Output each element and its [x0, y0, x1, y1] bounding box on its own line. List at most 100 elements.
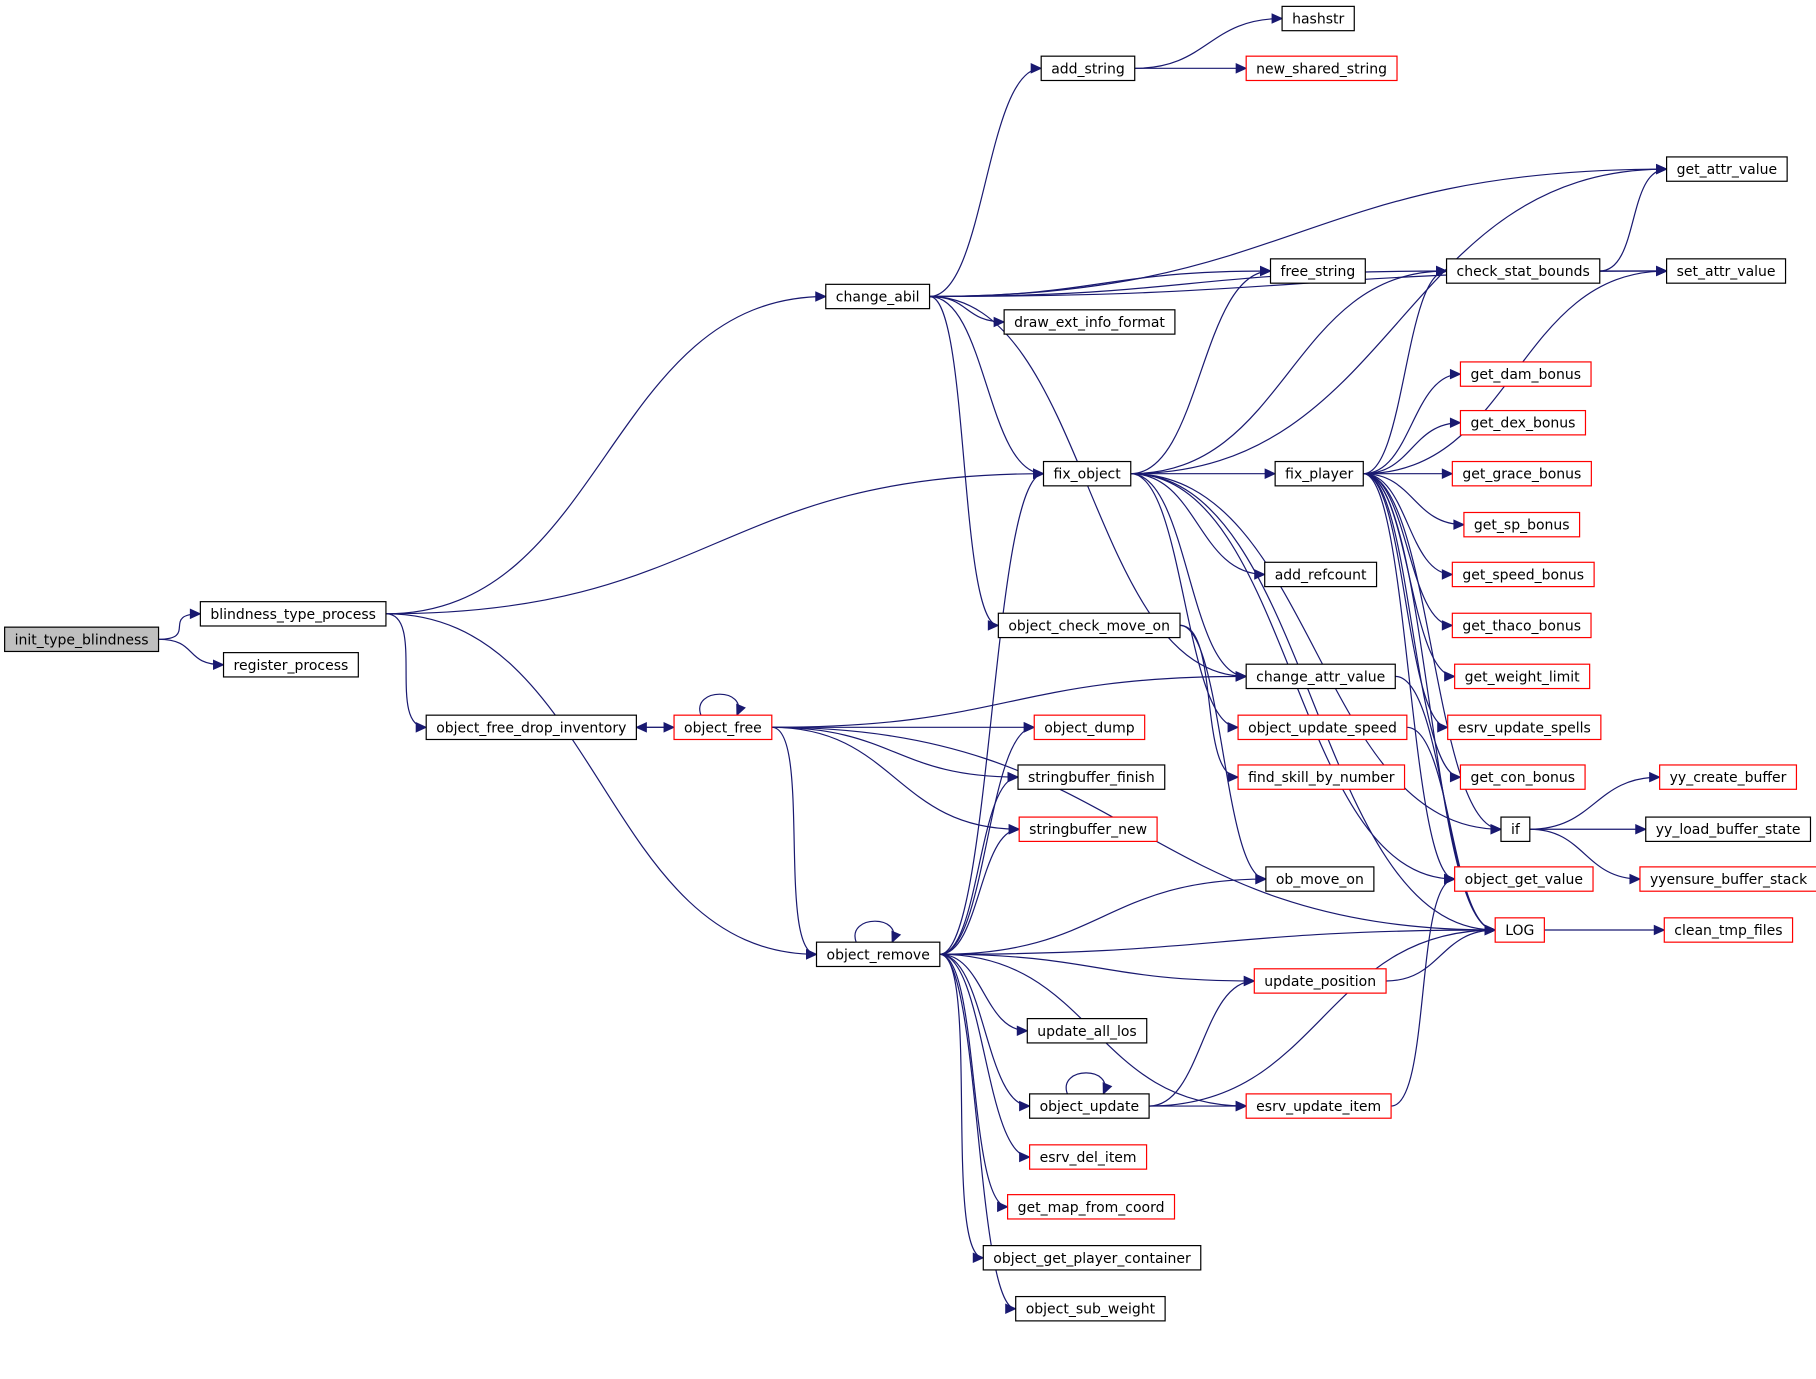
node-get-map-from-coord[interactable]: get_map_from_coord	[1007, 1194, 1176, 1220]
edge-line	[1529, 828, 1640, 880]
node-stringbuffer-finish[interactable]: stringbuffer_finish	[1017, 764, 1166, 790]
node-clean-tmp-files[interactable]: clean_tmp_files	[1663, 917, 1794, 943]
node-label: set_attr_value	[1677, 264, 1776, 280]
edge-object-free-to-object-free	[699, 693, 746, 717]
edge-line	[1363, 270, 1447, 475]
node-label: yy_create_buffer	[1670, 770, 1787, 786]
node-box	[1663, 917, 1794, 943]
node-change-attr-value[interactable]: change_attr_value	[1245, 663, 1396, 690]
node-box	[425, 714, 637, 741]
node-get-con-bonus[interactable]: get_con_bonus	[1459, 764, 1586, 790]
node-get-speed-bonus[interactable]: get_speed_bonus	[1451, 561, 1595, 588]
node-label: ob_move_on	[1276, 872, 1364, 888]
node-esrv-update-spells[interactable]: esrv_update_spells	[1447, 714, 1602, 741]
node-object-get-value[interactable]: object_get_value	[1454, 866, 1594, 892]
node-add-string[interactable]: add_string	[1040, 55, 1136, 82]
node-if[interactable]: if	[1500, 816, 1531, 843]
node-object-free-drop-inventory[interactable]: object_free_drop_inventory	[425, 714, 637, 741]
edge-line	[1130, 473, 1239, 728]
edge-line	[929, 168, 1667, 298]
edge-line	[1130, 270, 1271, 475]
node-object-remove[interactable]: object_remove	[815, 941, 941, 968]
edge-line	[771, 726, 1019, 778]
edge-line	[385, 613, 817, 955]
node-update-all-los[interactable]: update_all_los	[1026, 1018, 1148, 1044]
node-register-process[interactable]: register_process	[222, 652, 359, 678]
node-label: object_free_drop_inventory	[436, 720, 626, 736]
node-get-dex-bonus[interactable]: get_dex_bonus	[1459, 409, 1587, 436]
node-update-position[interactable]: update_position	[1253, 968, 1387, 994]
node-object-sub-weight[interactable]: object_sub_weight	[1015, 1295, 1166, 1322]
node-esrv-del-item[interactable]: esrv_del_item	[1029, 1144, 1148, 1170]
edge-fix-object-to-change-attr-value	[1130, 473, 1248, 682]
edge-fix-player-to-get-speed-bonus	[1363, 473, 1454, 580]
node-get-dam-bonus[interactable]: get_dam_bonus	[1459, 361, 1592, 387]
node-add-refcount[interactable]: add_refcount	[1264, 561, 1378, 588]
node-object-update[interactable]: object_update	[1029, 1093, 1150, 1119]
node-get-weight-limit[interactable]: get_weight_limit	[1454, 663, 1591, 690]
node-label: object_get_value	[1465, 872, 1583, 888]
node-yy-create-buffer[interactable]: yy_create_buffer	[1659, 764, 1798, 790]
edge-object-remove-to-update-all-los	[939, 953, 1029, 1037]
edge-fix-player-to-get-con-bonus	[1363, 473, 1462, 783]
node-box	[1454, 866, 1594, 892]
node-stringbuffer-new[interactable]: stringbuffer_new	[1018, 816, 1158, 843]
edge-change-abil-to-add-string	[929, 63, 1043, 298]
node-set-attr-value[interactable]: set_attr_value	[1665, 258, 1787, 284]
node-fix-object[interactable]: fix_object	[1042, 460, 1132, 487]
node-get-attr-value[interactable]: get_attr_value	[1665, 156, 1788, 182]
node-object-get-player-container[interactable]: object_get_player_container	[982, 1245, 1202, 1271]
node-box	[1451, 612, 1592, 639]
node-get-sp-bonus[interactable]: get_sp_bonus	[1463, 511, 1581, 538]
node-LOG[interactable]: LOG	[1494, 917, 1545, 943]
node-change-abil[interactable]: change_abil	[825, 283, 931, 310]
edge-line	[1130, 473, 1265, 576]
node-init-type-blindness[interactable]: init_type_blindness	[4, 626, 160, 653]
edge-line	[939, 953, 1030, 1107]
node-new-shared-string[interactable]: new_shared_string	[1245, 55, 1398, 82]
node-esrv-update-item[interactable]: esrv_update_item	[1245, 1093, 1392, 1119]
node-box	[1029, 1093, 1150, 1119]
arrowhead	[1656, 265, 1668, 277]
node-check-stat-bounds[interactable]: check_stat_bounds	[1445, 258, 1601, 284]
node-hashstr[interactable]: hashstr	[1281, 5, 1355, 32]
edge-object-remove-to-fix-object	[939, 468, 1045, 955]
arrowhead	[1490, 823, 1503, 835]
node-box	[1459, 361, 1592, 387]
node-box	[1017, 764, 1166, 790]
arrowhead	[1227, 722, 1240, 733]
node-label: get_grace_bonus	[1462, 467, 1581, 483]
edge-line	[1363, 473, 1501, 830]
node-box	[815, 941, 941, 968]
arrowhead	[1629, 873, 1642, 885]
node-box	[1264, 561, 1378, 588]
node-get-thaco-bonus[interactable]: get_thaco_bonus	[1451, 612, 1592, 639]
call-edges	[158, 13, 1668, 1314]
node-object-free[interactable]: object_free	[673, 714, 773, 741]
edge-line	[1363, 473, 1448, 728]
node-yy-load-buffer-state[interactable]: yy_load_buffer_state	[1645, 816, 1812, 843]
edge-add-string-to-new-shared-string	[1134, 63, 1248, 74]
node-get-grace-bonus[interactable]: get_grace_bonus	[1451, 460, 1592, 487]
node-free-string[interactable]: free_string	[1269, 258, 1366, 284]
arrowhead	[635, 722, 647, 733]
node-object-update-speed[interactable]: object_update_speed	[1237, 714, 1408, 741]
node-object-check-move-on[interactable]: object_check_move_on	[997, 612, 1181, 639]
edge-line	[939, 953, 1030, 1158]
node-label: change_abil	[836, 289, 920, 305]
node-draw-ext-info-format[interactable]: draw_ext_info_format	[1003, 309, 1176, 335]
edge-line	[1529, 776, 1660, 830]
arrowhead	[1484, 924, 1497, 936]
node-object-dump[interactable]: object_dump	[1033, 714, 1146, 741]
edge-init-type-blindness-to-register-process	[158, 638, 225, 671]
node-box	[997, 612, 1181, 639]
node-find-skill-by-number[interactable]: find_skill_by_number	[1237, 764, 1406, 790]
edge-object-remove-to-object-dump	[939, 722, 1036, 955]
node-box	[199, 601, 387, 627]
node-ob-move-on[interactable]: ob_move_on	[1265, 866, 1375, 892]
node-blindness-type-process[interactable]: blindness_type_process	[199, 601, 387, 627]
node-box	[1665, 156, 1788, 182]
node-yyensure-buffer-stack[interactable]: yyensure_buffer_stack	[1639, 866, 1816, 892]
node-fix-player[interactable]: fix_player	[1274, 460, 1364, 487]
edge-line	[1599, 168, 1667, 272]
